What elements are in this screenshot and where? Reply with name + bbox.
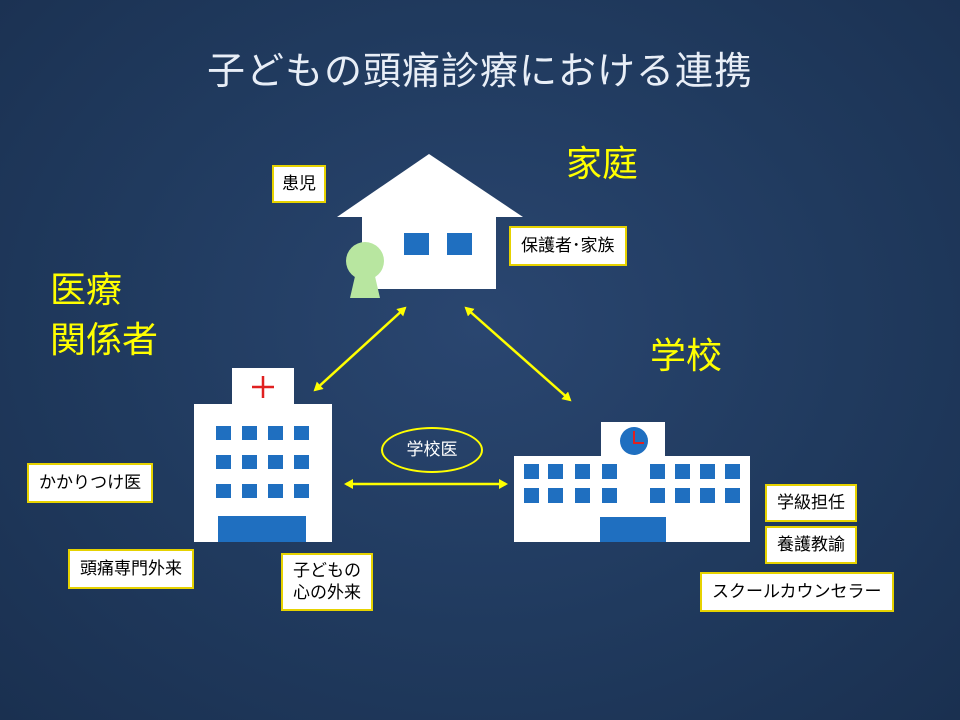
tag-homeroom-teacher: 学級担任 bbox=[765, 484, 857, 522]
house-icon bbox=[337, 154, 523, 289]
school-icon bbox=[514, 422, 750, 542]
tag-school-counselor: スクールカウンセラー bbox=[700, 572, 894, 612]
tag-headache-clinic: 頭痛専門外来 bbox=[68, 549, 194, 589]
page-title: 子どもの頭痛診療における連携 bbox=[206, 49, 753, 93]
hospital-icon bbox=[194, 368, 332, 542]
tag-family-doctor: かかりつけ医 bbox=[27, 463, 154, 503]
arrow-home-medical bbox=[313, 306, 407, 392]
section-medical-line1: 医療 bbox=[50, 270, 123, 311]
tag-guardian: 保護者･家族 bbox=[509, 226, 627, 266]
school-doctor-label: 学校医 bbox=[381, 427, 483, 473]
tag-child-mind-line2: 心の外来 bbox=[293, 583, 361, 603]
tag-child-mind-line1: 子どもの bbox=[293, 561, 361, 581]
section-medical-line2: 関係者 bbox=[50, 320, 159, 361]
clock-icon bbox=[620, 427, 648, 455]
tag-child-mind-clinic: 子どもの 心の外来 bbox=[281, 553, 373, 611]
tag-patient: 患児 bbox=[272, 165, 326, 203]
section-home: 家庭 bbox=[566, 144, 639, 185]
person-icon bbox=[346, 242, 384, 298]
section-school: 学校 bbox=[650, 336, 723, 377]
arrow-home-school bbox=[464, 306, 572, 402]
tag-school-nurse: 養護教諭 bbox=[765, 526, 857, 564]
